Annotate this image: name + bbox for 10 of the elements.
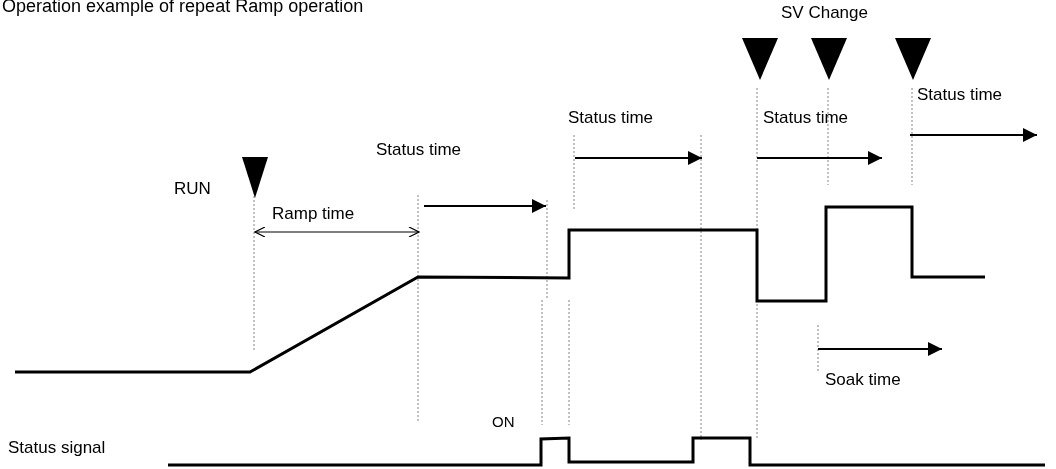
- signal-label: ON: [492, 412, 515, 432]
- time-label: Soak time: [825, 370, 901, 390]
- time-label: Ramp time: [272, 204, 355, 224]
- signal-label: Status signal: [8, 438, 106, 458]
- time-label: Status time: [763, 108, 849, 128]
- time-label: Status time: [568, 108, 654, 128]
- time-label: Status time: [376, 140, 462, 160]
- event-label: RUN: [174, 179, 211, 199]
- event-label: SV Change: [781, 3, 868, 23]
- time-label: Status time: [917, 85, 1003, 105]
